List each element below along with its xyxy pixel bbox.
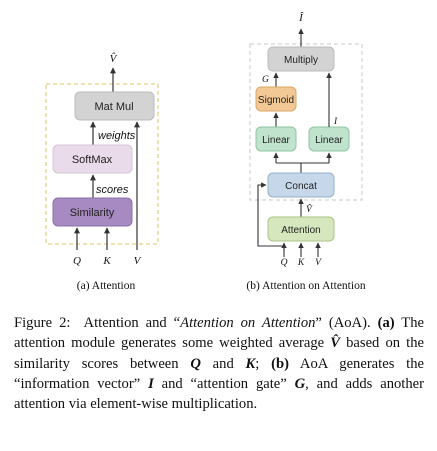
multiply-box	[267, 46, 335, 72]
figure-caption: Figure 2: Attention and “Attention on At…	[14, 313, 424, 414]
panel-b: Î Multiply G Sigmoid Linear Linear I Con…	[246, 12, 365, 292]
v-label-b: V	[315, 258, 322, 268]
linear-right-label: Linear	[315, 135, 343, 146]
linear-left-box	[255, 126, 297, 152]
multiply-label: Multiply	[284, 55, 318, 66]
caption-a-text2: based on the similarity scores between	[14, 335, 424, 372]
q-label-b: Q	[281, 258, 288, 268]
caption-b-text3: , and adds another attention via element…	[14, 375, 424, 413]
caption-vhat: V̂	[330, 335, 340, 352]
panel-b-output-label: Î	[298, 12, 304, 24]
softmax-box	[52, 144, 133, 174]
caption-i: I	[148, 375, 154, 392]
panel-a-caption: (a) Attention	[77, 280, 136, 292]
figure-diagram: V̂ Mat Mul weights SoftMax scores Simila…	[45, 12, 366, 292]
matmul-label: Mat Mul	[94, 101, 133, 113]
k-label-b: K	[297, 258, 305, 268]
caption-b-tag: (b)	[271, 355, 289, 372]
caption-b-text2: and “attention gate”	[153, 375, 295, 392]
matmul-box	[74, 91, 155, 121]
similarity-label: Similarity	[70, 207, 115, 219]
caption-a-text1: The attention module generates some weig…	[14, 315, 424, 352]
caption-a-tag: (a)	[377, 315, 395, 331]
panel-a-dashed-frame	[45, 83, 159, 245]
caption-a-and: and	[200, 355, 246, 372]
figure-number: Figure 2:	[14, 315, 71, 331]
softmax-label: SoftMax	[72, 154, 113, 166]
q-label-a: Q	[73, 255, 81, 267]
caption-lead-end: ” (AoA).	[315, 315, 371, 331]
similarity-box	[52, 197, 133, 227]
k-label-a: K	[102, 255, 111, 267]
linear-left-label: Linear	[262, 135, 290, 146]
weights-label: weights	[98, 130, 136, 142]
caption-g: G	[294, 375, 306, 392]
g-label: G	[262, 75, 269, 85]
panel-b-caption: (b) Attention on Attention	[246, 280, 365, 292]
attention-label: Attention	[281, 225, 320, 236]
concat-box	[267, 172, 335, 198]
caption-k: K	[245, 355, 256, 372]
i-label: I	[333, 117, 338, 127]
panel-a-output-label: V̂	[110, 52, 118, 65]
caption-q: Q	[190, 355, 201, 372]
attention-box	[267, 216, 335, 242]
sigmoid-label: Sigmoid	[258, 95, 294, 106]
sigmoid-box	[255, 86, 297, 112]
caption-b-text1: AoA generates the “information vector”	[14, 355, 424, 392]
caption-lead: Attention and “	[83, 315, 181, 331]
caption-aoa-title: Attention on Attention	[180, 315, 316, 331]
caption-a-end: ;	[255, 355, 260, 372]
v-label-a: V	[134, 255, 142, 267]
vhat-label: V̂	[306, 202, 313, 215]
concat-label: Concat	[285, 181, 317, 192]
panel-b-dashed-frame	[249, 43, 363, 201]
panel-a: V̂ Mat Mul weights SoftMax scores Simila…	[45, 52, 159, 292]
scores-label: scores	[96, 184, 129, 196]
